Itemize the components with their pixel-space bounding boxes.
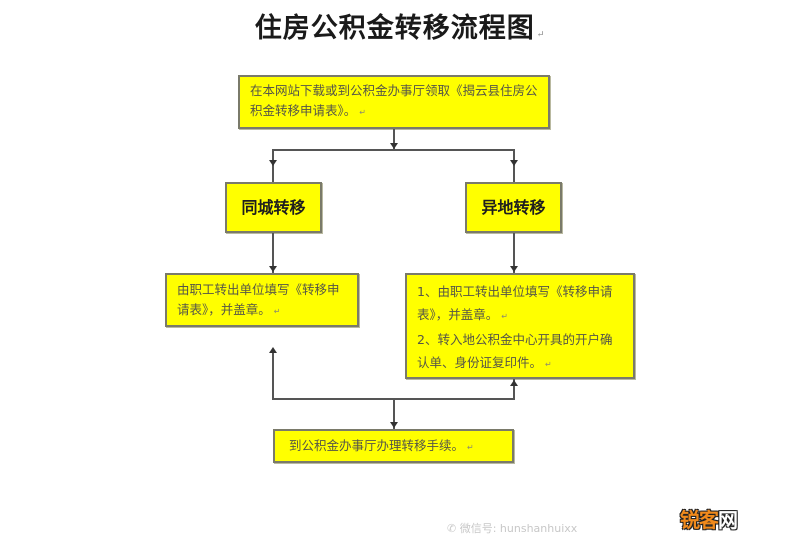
arrow-down-icon: [510, 266, 518, 272]
title-text: 住房公积金转移流程图: [254, 13, 535, 44]
arrow-up-icon: [269, 347, 277, 353]
watermark: ✆ 微信号: hunshanhuixx: [447, 520, 577, 536]
wechat-icon: ✆: [447, 522, 460, 535]
connector-to-final: [393, 398, 395, 429]
connector-merge-left: [272, 350, 274, 400]
page-title: 住房公积金转移流程图↵: [0, 6, 800, 45]
final-node: 到公积金办事厅办理转移手续。↵: [273, 429, 514, 463]
connector-same-city-step: [272, 233, 274, 273]
other-city-step-1-text: 1、由职工转出单位填写《转移申请表》，并盖章。: [417, 284, 613, 322]
arrow-up-icon: [510, 380, 518, 386]
same-city-label: 同城转移: [241, 197, 306, 217]
arrow-down-icon: [269, 160, 277, 166]
logo-part-1: 锐客: [680, 508, 719, 532]
connector-top-down: [393, 129, 395, 149]
paragraph-mark-icon: ↵: [467, 443, 474, 452]
logo-part-2: 网: [718, 508, 738, 532]
same-city-step-text: 由职工转出单位填写《转移申请表》，并盖章。: [177, 282, 340, 317]
same-city-node: 同城转移: [225, 182, 322, 233]
arrow-down-icon: [269, 266, 277, 272]
other-city-step-2-text: 2、转入地公积金中心开具的开户确认单、身份证复印件。: [417, 332, 613, 370]
watermark-text: 微信号: hunshanhuixx: [459, 522, 578, 535]
other-city-label: 异地转移: [481, 197, 546, 217]
paragraph-mark-icon: ↵: [273, 307, 281, 316]
arrow-down-icon: [510, 160, 518, 166]
final-node-text: 到公积金办事厅办理转移手续。: [289, 438, 465, 453]
site-logo: 锐客网: [680, 504, 738, 533]
paragraph-mark-icon: ↵: [359, 108, 366, 117]
connector-split: [272, 149, 515, 151]
other-city-node: 异地转移: [465, 182, 562, 233]
paragraph-mark-icon: ↵: [545, 360, 552, 369]
connector-merge-right: [513, 379, 515, 400]
start-node-text: 在本网站下载或到公积金办事厅领取《揭云县住房公积金转移申请表》。: [250, 83, 538, 118]
paragraph-mark-icon: ↵: [501, 312, 508, 321]
start-node: 在本网站下载或到公积金办事厅领取《揭云县住房公积金转移申请表》。↵: [238, 75, 550, 129]
same-city-step-node: 由职工转出单位填写《转移申请表》，并盖章。↵: [165, 273, 359, 327]
paragraph-mark-icon: ↵: [536, 30, 546, 40]
connector-other-city-step: [513, 233, 515, 273]
arrow-down-icon: [390, 422, 398, 428]
other-city-step-node: 1、由职工转出单位填写《转移申请表》，并盖章。↵ 2、转入地公积金中心开具的开户…: [405, 273, 635, 379]
arrow-down-icon: [390, 143, 398, 149]
